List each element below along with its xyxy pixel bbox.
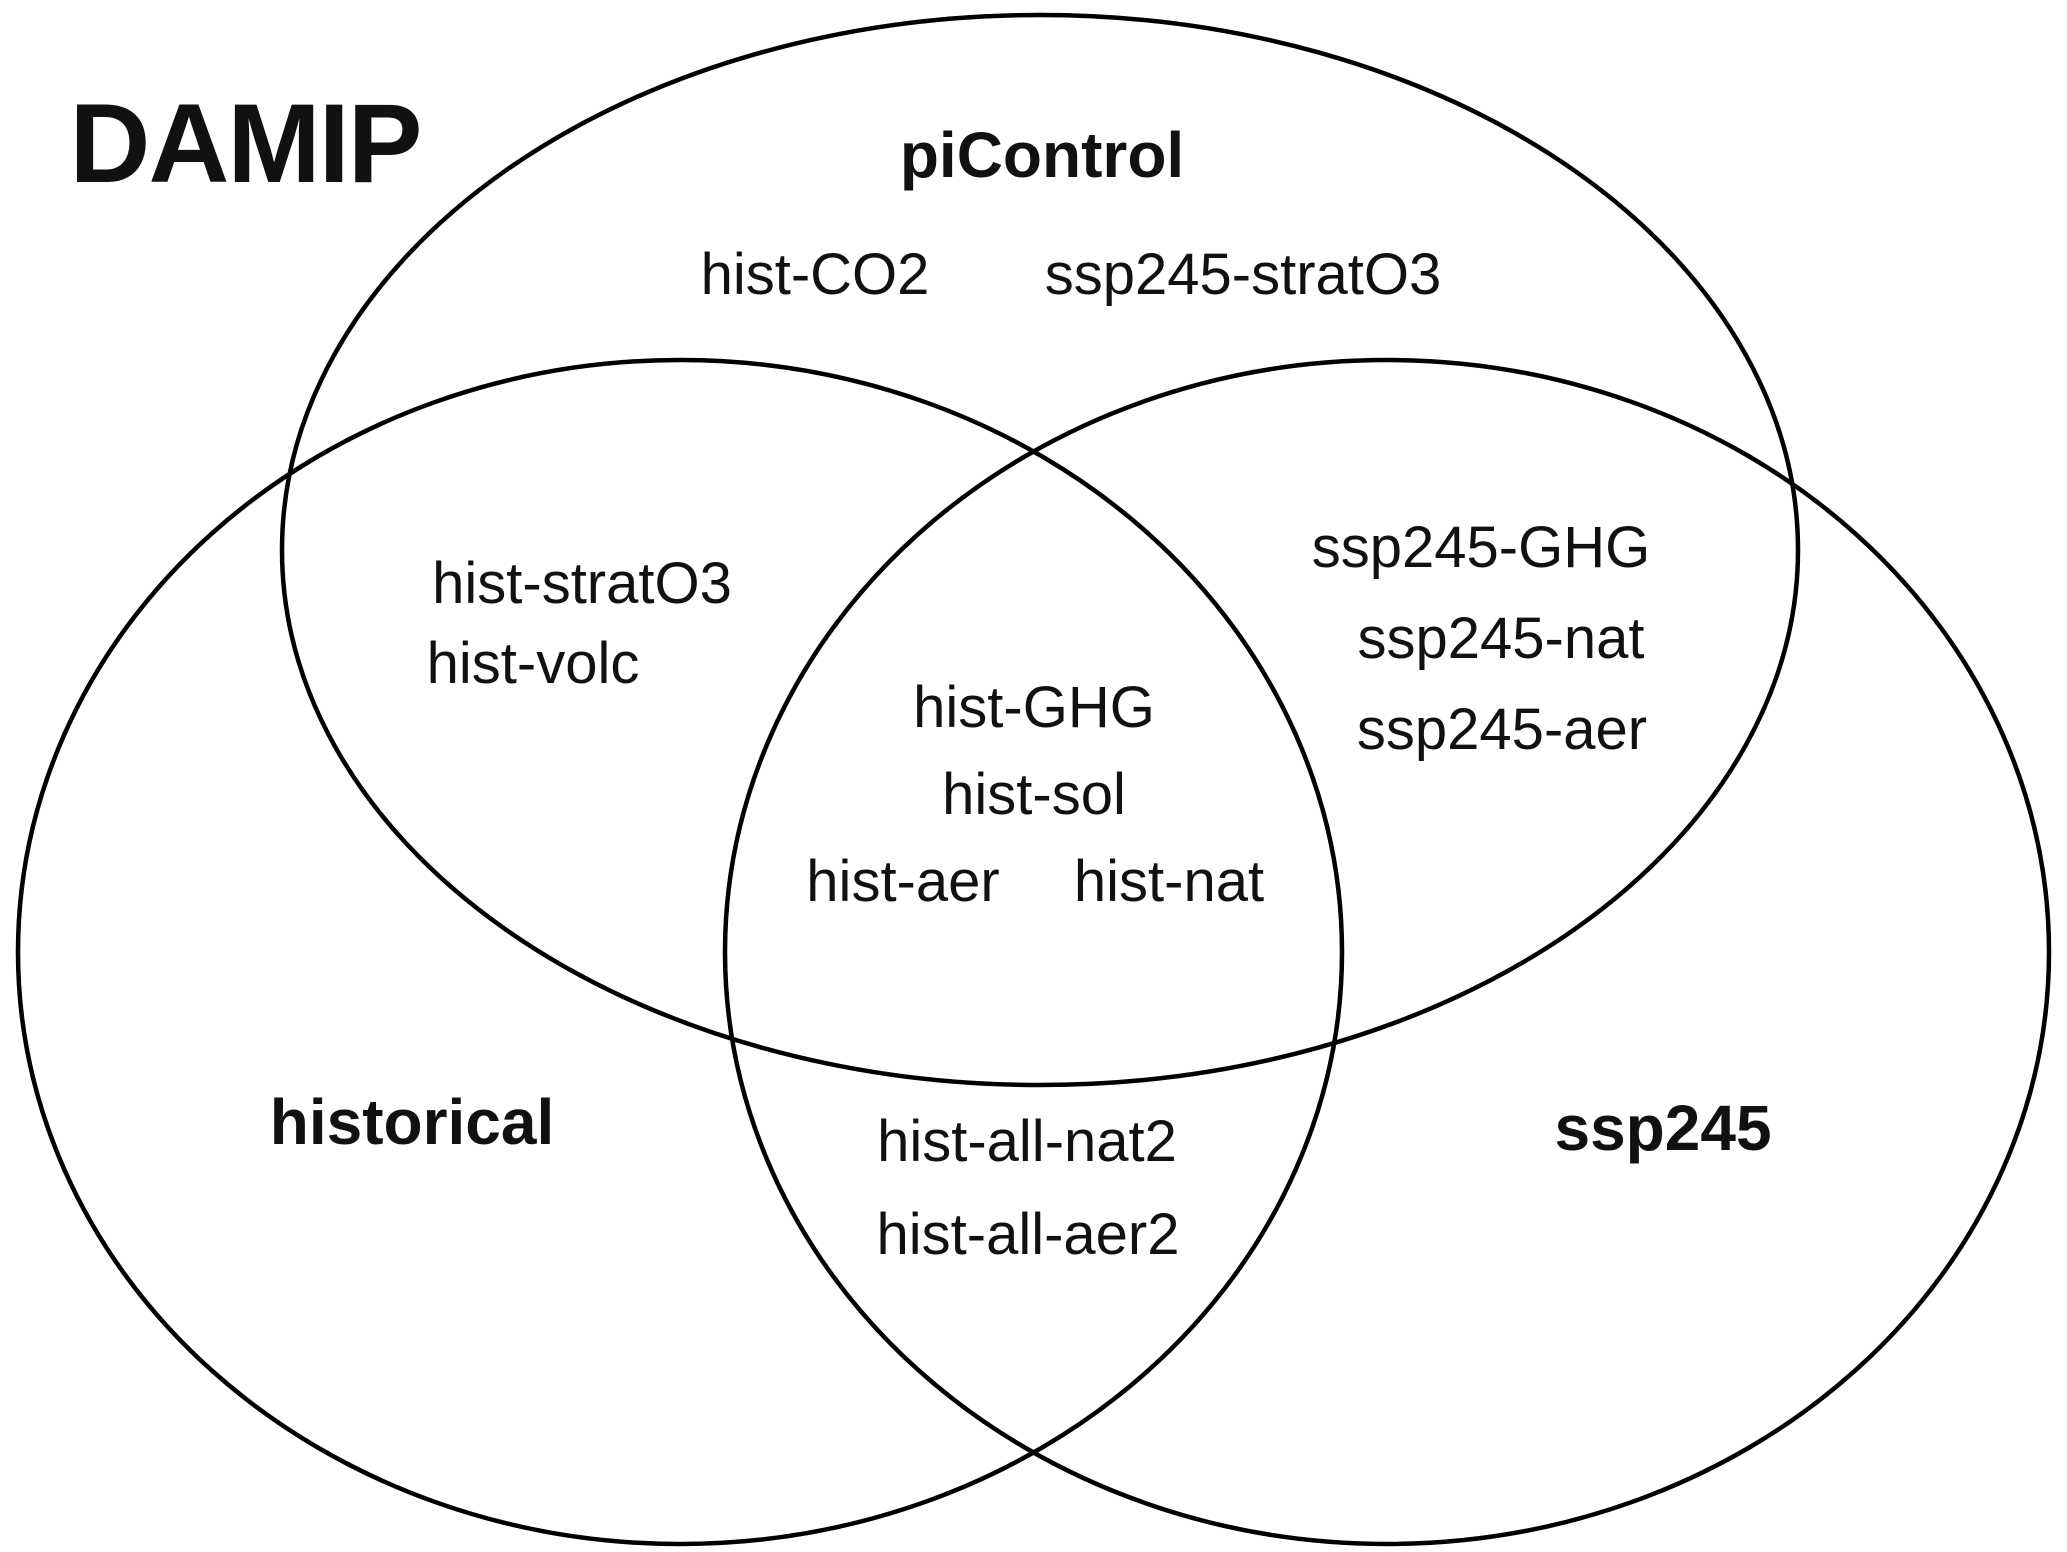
ssp245-ellipse [722, 357, 2052, 1547]
experiment-label-hist-all-aer2: hist-all-aer2 [876, 1202, 1180, 1267]
experiment-label-ssp245-aer: ssp245-aer [1356, 697, 1648, 762]
experiment-label-ssp245-ghg: ssp245-GHG [1311, 515, 1651, 580]
experiment-label-hist-sol: hist-sol [942, 762, 1126, 827]
experiment-label-ssp245-nat: ssp245-nat [1357, 606, 1645, 671]
set-label-picontrol: piControl [899, 119, 1185, 191]
historical-ellipse [15, 357, 1345, 1547]
set-label-historical: historical [269, 1086, 555, 1158]
experiment-label-hist-ghg: hist-GHG [913, 675, 1155, 740]
experiment-label-hist-nat: hist-nat [1073, 849, 1265, 914]
experiment-label-hist-co2: hist-CO2 [700, 242, 930, 307]
picontrol-ellipse [279, 12, 1801, 1088]
set-label-ssp245: ssp245 [1554, 1092, 1772, 1164]
experiment-label-hist-strato3: hist-stratO3 [432, 551, 732, 616]
experiment-label-hist-all-nat2: hist-all-nat2 [877, 1109, 1177, 1174]
experiment-label-hist-aer: hist-aer [806, 849, 1000, 914]
diagram-title: DAMIP [69, 81, 423, 206]
experiment-label-hist-volc: hist-volc [426, 631, 640, 696]
experiment-label-ssp245-strato3: ssp245-stratO3 [1044, 242, 1442, 307]
